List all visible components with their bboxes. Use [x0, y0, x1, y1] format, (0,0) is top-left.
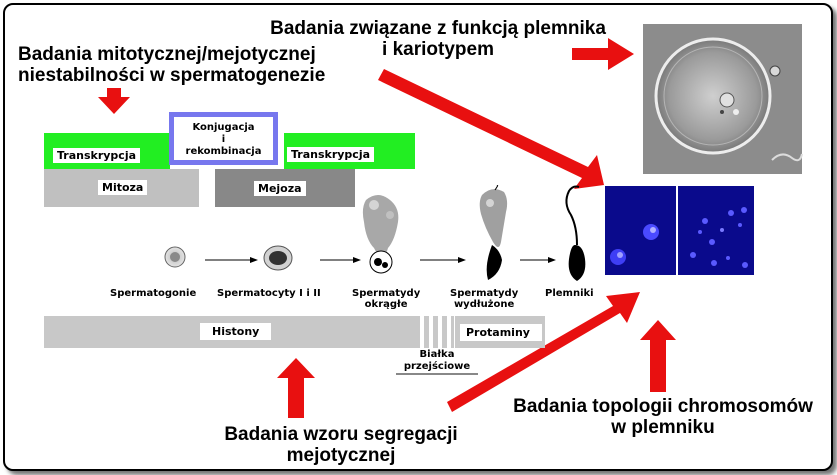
elongated-spermatids-line2: wydłużone: [453, 299, 515, 310]
elongated-spermatids-line1: Spermatydy: [450, 288, 519, 299]
title-sperm-function-line2: i kariotypem: [382, 39, 494, 60]
arrow-right-sperm-function: [572, 38, 634, 70]
round-spermatids-line1: Spermatydy: [352, 288, 421, 299]
protamines-label: Protaminy: [460, 324, 542, 341]
conjugation-box: [169, 112, 278, 165]
conjugation-line2: i: [221, 134, 226, 145]
histones-label: Histony: [200, 323, 272, 340]
title-meiotic-instability: Badania mitotycznej/mejotycznej niestabi…: [18, 44, 348, 86]
conjugation-line1: Konjugacja: [192, 122, 255, 133]
transition-line2: przejściowe: [403, 361, 471, 372]
title-meiotic-instability-line2: niestabilności w spermatogenezie: [18, 65, 326, 86]
stage-label-sperm: Plemniki: [545, 288, 594, 299]
cell-sperm: [565, 185, 586, 281]
title-segregation-line2: mejotycznej: [286, 445, 396, 466]
stage-label-elongated-spermatids: Spermatydy wydłużone: [450, 288, 518, 310]
fish-images: [605, 186, 754, 275]
arrow-diagonal-to-sperm: [447, 292, 640, 412]
mitosis-label: Mitoza: [98, 180, 148, 195]
title-topology: Badania topologii chromosomów w plemniku: [508, 396, 818, 438]
transcription-label-right: Transkrypcja: [287, 147, 375, 162]
stage-label-round-spermatids: Spermatydy okrągłe: [352, 288, 420, 310]
cell-spermatocyte: [263, 245, 293, 271]
transition-stripes: [424, 316, 454, 348]
title-sperm-function-line1: Badania związane z funkcją plemnika: [270, 18, 606, 39]
cell-elongated-spermatid: [479, 185, 508, 280]
title-segregation: Badania wzoru segregacji mejotycznej: [210, 424, 472, 466]
conjugation-line3: rekombinacja: [185, 146, 262, 157]
title-topology-line2: w plemniku: [611, 417, 715, 438]
arrow-diagonal-to-fish: [378, 69, 604, 189]
transition-label: Białka przejściowe: [396, 349, 478, 375]
title-segregation-line1: Badania wzoru segregacji: [224, 424, 458, 445]
round-spermatids-line2: okrągłe: [364, 299, 408, 310]
title-meiotic-instability-line1: Badania mitotycznej/mejotycznej: [18, 44, 316, 65]
arrow-up-segregation: [277, 358, 315, 418]
transcription-label-left: Transkrypcja: [53, 148, 141, 163]
title-sperm-function: Badania związane z funkcją plemnika i ka…: [258, 18, 618, 60]
title-topology-line1: Badania topologii chromosomów: [513, 396, 813, 417]
cell-spermatogonium: [164, 246, 186, 268]
arrow-down-meiotic: [98, 88, 130, 114]
conjugation-label: Konjugacja i rekombinacja: [176, 122, 271, 158]
meiosis-label: Mejoza: [254, 181, 306, 196]
cell-round-spermatid: [362, 195, 399, 274]
arrow-up-topology: [640, 320, 676, 392]
oocyte-image: [643, 24, 803, 174]
stage-label-spermatogonia: Spermatogonie: [110, 288, 197, 299]
transition-line1: Białka: [419, 349, 455, 360]
stage-label-spermatocytes: Spermatocyty I i II: [217, 288, 321, 299]
